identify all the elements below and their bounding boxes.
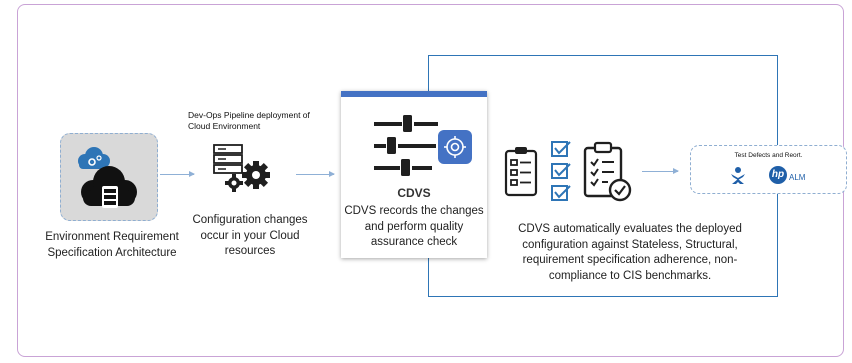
environment-box [60,133,158,221]
pipeline-title-line2: Cloud Environment [188,121,261,131]
sliders-gear-icon [374,115,472,176]
cdvs-caption-line2: and perform quality [364,220,464,233]
server-gears-icon [213,144,270,192]
cdvs-caption-line3: assurance check [370,236,458,248]
pipeline-caption-line3: resources [224,245,276,257]
pipeline-title: Dev-Ops Pipeline deployment of Cloud Env… [188,110,338,132]
evaluation-caption-line3: requirement specification adherence, non… [522,254,738,266]
checklist-icon [504,147,538,197]
hp-alm-logo: hp ALM [769,166,829,188]
atlassian-icon [731,167,745,184]
evaluation-caption: CDVS automatically evaluates the deploye… [500,222,760,284]
cdvs-panel [341,91,487,258]
checkboxes-icon [551,141,571,201]
cdvs-title: CDVS [397,186,431,200]
evaluation-caption-line2: configuration against Stateless, Structu… [522,238,738,251]
arrow-env-to-pipeline [160,170,195,177]
cdvs-caption-line1: CDVS records the changes [344,205,484,217]
evaluation-caption-line4: compliance to CIS benchmarks. [548,269,712,282]
cloud-settings-icon [78,147,137,208]
arrow-pipeline-to-cdvs [296,170,335,177]
cdvs-caption: CDVS records the changes and perform qua… [343,204,485,251]
cdvs-panel-accent-bar [341,91,487,97]
alm-text: ALM [789,173,806,182]
output-box: Test Defects and Reort. hp ALM [690,145,847,194]
hp-logo-mark: hp [769,166,787,184]
evaluation-caption-line1: CDVS automatically evaluates the deploye… [518,223,742,235]
pipeline-title-line1: Dev-Ops Pipeline deployment of [188,110,310,120]
env-label-line2: Specification Architecture [47,246,177,259]
pipeline-caption-line1: Configuration changes [192,214,308,226]
env-label: Environment Requirement Specification Ar… [22,230,202,261]
pipeline-caption: Configuration changes occur in your Clou… [180,213,320,260]
pipeline-caption-line2: occur in your Cloud [200,229,300,242]
arrow-evaluation-to-output [642,167,679,174]
clipboard-check-icon [583,141,632,202]
output-title: Test Defects and Reort. [734,152,803,159]
env-label-line1: Environment Requirement [45,231,179,243]
